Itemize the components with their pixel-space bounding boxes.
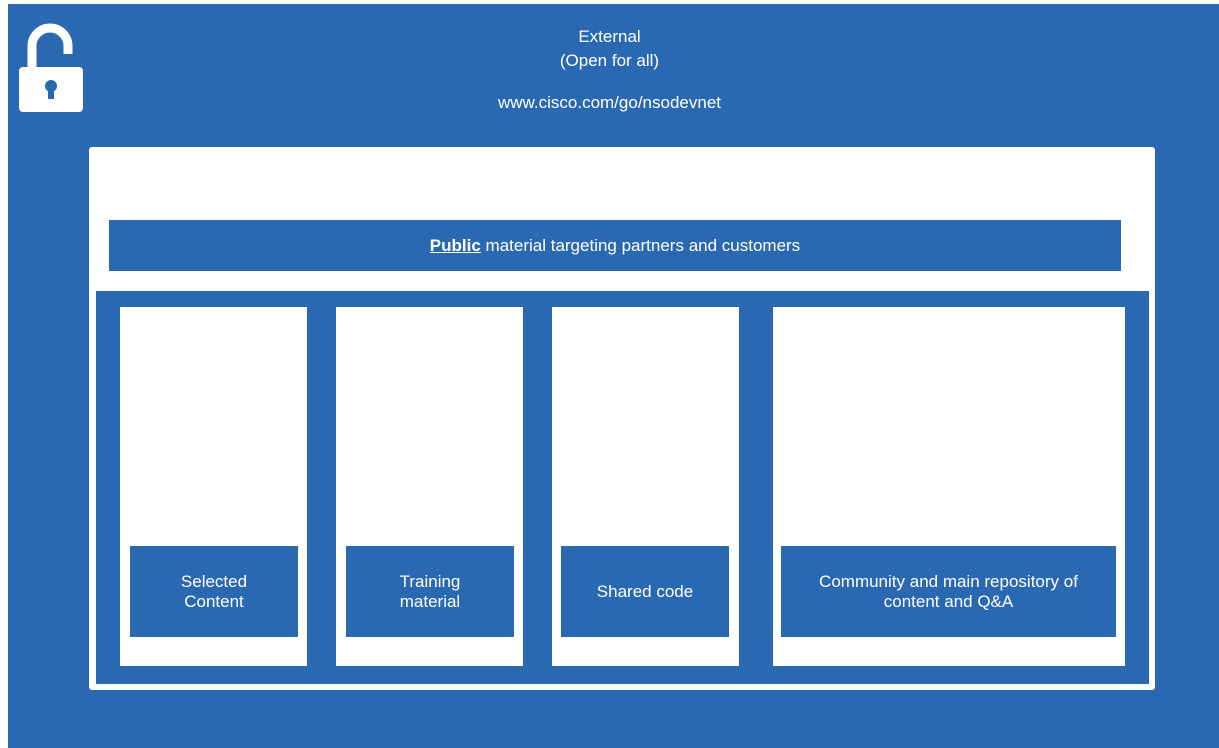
public-banner-text: material targeting partners and customer… [480, 235, 801, 255]
public-banner: Public material targeting partners and c… [109, 220, 1121, 271]
zone-title: External [578, 27, 641, 46]
selected-content-box: Selected Content [130, 546, 298, 637]
training-material-box: Training material [346, 546, 514, 637]
unlocked-padlock-icon [19, 23, 83, 112]
zone-url-link[interactable]: www.cisco.com/go/nsodevnet [498, 93, 721, 112]
community-box: Community and main repository of content… [781, 546, 1116, 637]
shared-code-box: Shared code [561, 546, 729, 637]
zone-subtitle: (Open for all) [559, 51, 660, 70]
public-keyword: Public [429, 235, 481, 255]
